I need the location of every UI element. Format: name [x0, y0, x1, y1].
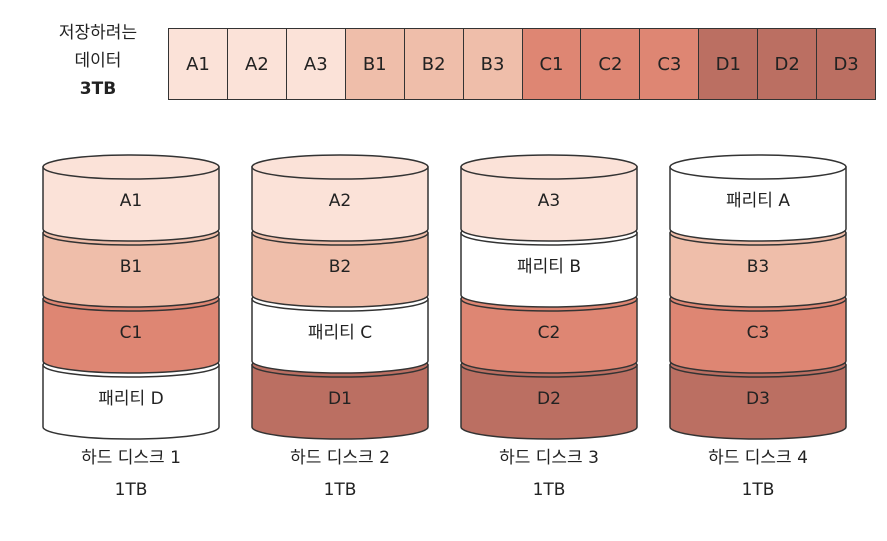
disk-3-segment-4-label: D2: [537, 389, 561, 409]
disk-2-capacity: 1TB: [323, 480, 357, 500]
data-block-b2: B2: [404, 29, 464, 99]
disk-2-segment-4-label: D1: [328, 389, 352, 409]
data-label-line1: 저장하려는: [58, 23, 138, 43]
disk-2-segment-2-label: B2: [329, 257, 351, 277]
disk-1-segment-1-label: A1: [120, 191, 142, 211]
data-block-b1: B1: [345, 29, 405, 99]
data-size-label: 3TB: [79, 79, 117, 99]
data-block-d3: D3: [817, 29, 876, 99]
disk-1-capacity: 1TB: [114, 480, 148, 500]
disk-4-segment-2-label: B3: [747, 257, 769, 277]
disk-3-segment-1: A3: [460, 154, 638, 242]
disk-1-segment-4-label: 패리티 D: [98, 389, 163, 409]
disk-2-segment-1-label: A2: [329, 191, 351, 211]
data-block-c2: C2: [581, 29, 641, 99]
disk-1-name: 하드 디스크 1: [81, 448, 181, 468]
data-block-a1: A1: [169, 29, 228, 99]
disk-4-segment-3-label: C3: [747, 323, 770, 343]
hard-disk-4: D3 C3 B3 패리티 A: [669, 154, 847, 440]
data-block-a2: A2: [227, 29, 287, 99]
disk-1-segment-3-label: C1: [120, 323, 143, 343]
disk-4-segment-1-label: 패리티 A: [726, 191, 790, 211]
data-block-d1: D1: [699, 29, 759, 99]
disk-1-segment-2-label: B1: [120, 257, 142, 277]
disk-1-segment-1: A1: [42, 154, 220, 242]
disk-3-segment-3-label: C2: [538, 323, 561, 343]
disk-2-segment-3-label: 패리티 C: [308, 323, 372, 343]
disk-3-segment-1-label: A3: [538, 191, 560, 211]
data-to-store-label: 저장하려는 데이터 3TB: [40, 22, 156, 100]
disk-3-name: 하드 디스크 3: [499, 448, 599, 468]
hard-disk-3: D2 C2 패리티 B A3: [460, 154, 638, 440]
hard-disk-1: 패리티 D C1 B1 A1: [42, 154, 220, 440]
data-block-a3: A3: [286, 29, 346, 99]
disk-4-segment-4-label: D3: [746, 389, 770, 409]
disk-2-name: 하드 디스크 2: [290, 448, 390, 468]
data-block-c1: C1: [522, 29, 582, 99]
data-label-line2: 데이터: [74, 51, 122, 71]
disk-4-capacity: 1TB: [741, 480, 775, 500]
disk-4-segment-1: 패리티 A: [669, 154, 847, 242]
data-block-b3: B3: [463, 29, 523, 99]
hard-disk-2: D1 패리티 C B2 A2: [251, 154, 429, 440]
data-block-d2: D2: [758, 29, 818, 99]
disk-4-name: 하드 디스크 4: [708, 448, 808, 468]
disk-3-segment-2-label: 패리티 B: [517, 257, 581, 277]
disk-2-segment-1: A2: [251, 154, 429, 242]
disk-3-capacity: 1TB: [532, 480, 566, 500]
data-block-c3: C3: [640, 29, 700, 99]
